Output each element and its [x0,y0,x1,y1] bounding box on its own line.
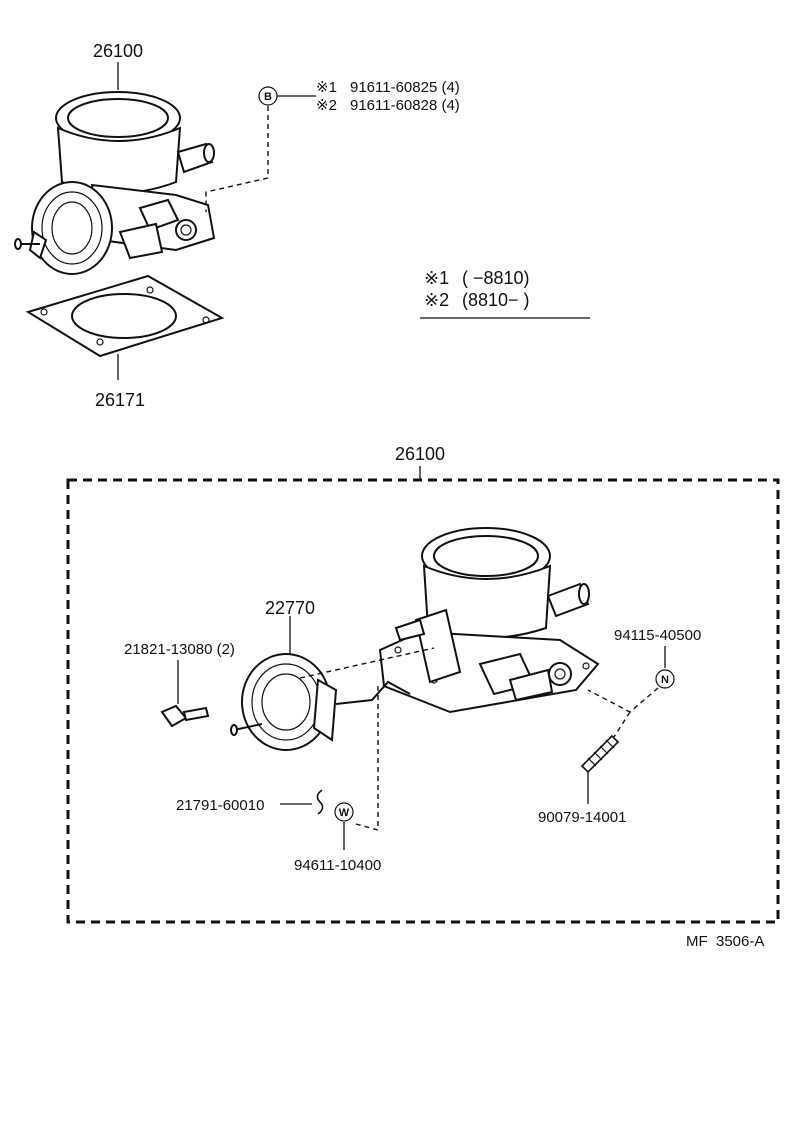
top-throttle-body [14,62,216,275]
exploded-clip [280,789,324,815]
gasket-label: 26171 [95,390,145,410]
throttle-body-label: 26100 [93,41,143,61]
group-frame [66,478,780,924]
legend-2-mark: ※2 [424,290,449,310]
bolt-variant-1-mark: ※1 [316,79,337,96]
legend-1-mark: ※1 [424,268,449,288]
clip-label: 21791-60010 [176,797,264,814]
legend-2-range: (8810− ) [462,290,530,310]
nut-ref-circle [655,669,675,689]
bolt-variant-2-part: 91611-60828 (4) [350,97,460,114]
actuator-label: 22770 [265,598,315,618]
screw-label: 21821-13080 (2) [124,641,235,658]
bolt-ref-letter: B [264,91,272,103]
bolt-reference: B [205,86,316,212]
washer-ref-circle [334,802,354,822]
exploded-washer: W [334,686,379,850]
washer-ref-letter: W [339,807,350,819]
exploded-nut-spring: N [580,646,675,804]
group-label: 26100 [395,444,445,464]
exploded-actuator [230,616,435,751]
washer-part-label: 94611-10400 [294,857,381,874]
bolt-variant-1-part: 91611-60825 (4) [350,79,460,96]
top-gasket [25,274,225,380]
exploded-screw [160,660,210,728]
bolt-variant-2-mark: ※2 [316,97,337,114]
nut-part-label: 94115-40500 [614,627,701,644]
nut-ref-letter: N [661,674,669,686]
spring-label: 90079-14001 [538,809,626,826]
figure-code: MF 3506-A [686,933,764,950]
legend-1-range: ( −8810) [462,268,530,288]
exploded-throttle-body [378,527,600,714]
legend: ※1 ( −8810) ※2 (8810− ) [420,268,590,319]
